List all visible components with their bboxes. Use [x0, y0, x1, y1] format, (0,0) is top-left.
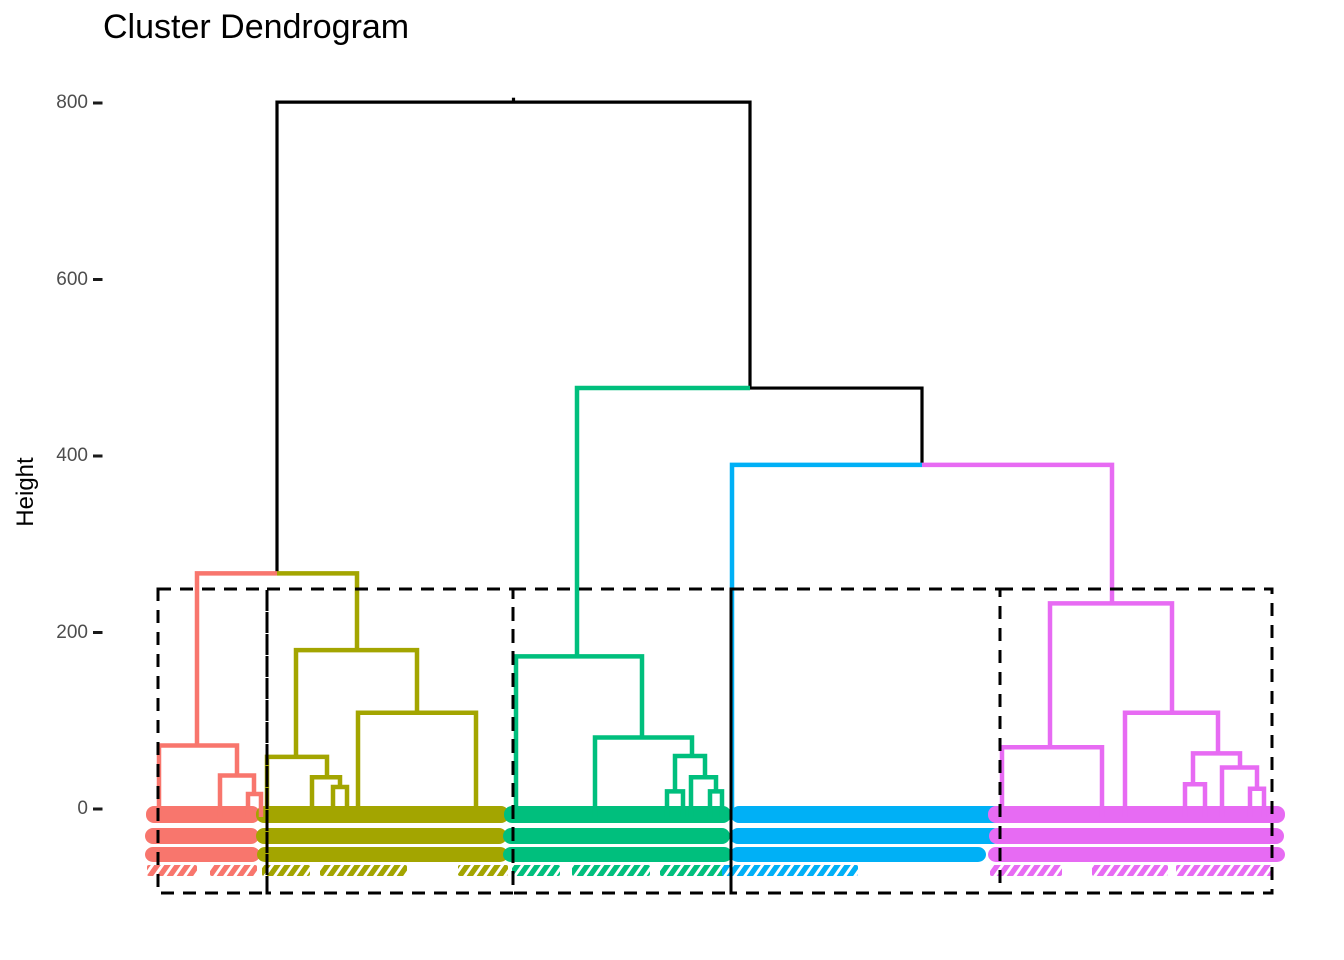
dendrogram-link: [574, 385, 750, 657]
y-tick-label: 0: [77, 798, 88, 819]
dendrogram-link: [340, 784, 350, 817]
leaf-label-fragments: [572, 865, 650, 876]
y-tick-label: 400: [56, 445, 88, 466]
leaf-label-band: [989, 828, 1284, 844]
dendrogram-link: [217, 773, 237, 817]
dendrogram-link: [1050, 744, 1105, 817]
dendrogram-link: [664, 789, 675, 817]
dendrogram-link: [1218, 751, 1243, 768]
dendrogram-link: [577, 654, 645, 738]
dendrogram-link: [327, 774, 343, 787]
dendrogram-link: [1190, 751, 1218, 785]
leaf-label-band: [256, 828, 507, 844]
leaf-label-band: [730, 828, 1001, 844]
dendrogram-link: [999, 744, 1050, 817]
dendrogram-link: [1172, 710, 1221, 754]
leaf-label-band: [503, 847, 732, 862]
leaf-label-band: [988, 806, 1285, 823]
leaf-label-fragments: [990, 865, 1062, 876]
leaf-label-band: [503, 828, 730, 844]
dendrogram-link: [1047, 601, 1112, 748]
plot-title: Cluster Dendrogram: [103, 8, 410, 46]
dendrogram-link: [922, 462, 1115, 604]
dendrogram-link: [750, 386, 924, 465]
dendrogram-link: [417, 710, 479, 817]
dendrogram-link: [1240, 765, 1260, 789]
dendrogram-link: [1257, 786, 1267, 817]
dendrogram-link: [692, 753, 708, 778]
dendrogram-link: [1247, 786, 1257, 817]
dendrogram-link: [705, 774, 719, 792]
dendrogram-link: [716, 789, 725, 817]
leaf-label-fragments: [320, 865, 407, 876]
leaf-label-fragments: [1092, 865, 1168, 876]
dendrogram-link: [277, 571, 360, 651]
dendrogram-link: [513, 100, 752, 389]
y-tick-label: 600: [56, 268, 88, 290]
dendrogram-link: [729, 462, 922, 817]
leaf-label-fragments: [660, 865, 728, 876]
leaf-label-band: [988, 847, 1285, 862]
cluster-box: [511, 587, 733, 895]
dendrogram-link: [254, 791, 264, 817]
leaf-label-fragments: [458, 865, 508, 876]
dendrogram-link: [309, 774, 327, 817]
dendrogram-link: [1112, 601, 1175, 713]
dendrogram-link: [592, 735, 642, 817]
leaf-label-band: [146, 806, 260, 823]
dendrogram-link: [357, 647, 420, 713]
cluster-box: [998, 587, 1274, 895]
dendrogram-link: [237, 773, 257, 794]
dendrogram-link: [293, 647, 357, 757]
y-tick-label: 800: [56, 92, 88, 113]
leaf-label-band: [256, 806, 509, 823]
dendrogram-link: [688, 774, 705, 817]
dendrogram-link: [513, 654, 577, 817]
leaf-label-fragments: [147, 865, 197, 876]
dendrogram-link: [1122, 710, 1172, 817]
leaf-label-fragments: [210, 865, 257, 876]
dendrogram-link: [642, 735, 695, 757]
dendrogram-link: [675, 789, 686, 817]
dendrogram-link: [296, 754, 330, 778]
dendrogram-link: [330, 784, 340, 817]
cluster-box: [156, 587, 269, 895]
dendrogram-link: [1219, 765, 1240, 817]
leaf-label-fragments: [1176, 865, 1272, 876]
dendrogram-link: [1182, 782, 1193, 817]
leaf-label-band: [145, 847, 260, 862]
leaf-label-band: [730, 847, 986, 862]
leaf-label-fragments: [262, 865, 310, 876]
leaf-label-band: [257, 847, 508, 862]
y-tick-label: 200: [56, 621, 88, 643]
dendrogram-link: [672, 753, 692, 792]
leaf-label-band: [145, 828, 259, 844]
leaf-label-fragments: [722, 865, 858, 876]
dendrogram-link: [1193, 782, 1208, 817]
dendrogram-link: [245, 791, 254, 817]
dendrogram-link: [707, 789, 716, 817]
leaf-label-band: [731, 806, 1003, 823]
leaf-label-fragments: [512, 865, 560, 876]
dendrogram-link: [275, 100, 514, 574]
dendrogram-link: [194, 571, 277, 746]
dendrogram-link: [197, 743, 240, 776]
dendrogram-link: [355, 710, 417, 817]
leaf-label-band: [504, 806, 731, 823]
